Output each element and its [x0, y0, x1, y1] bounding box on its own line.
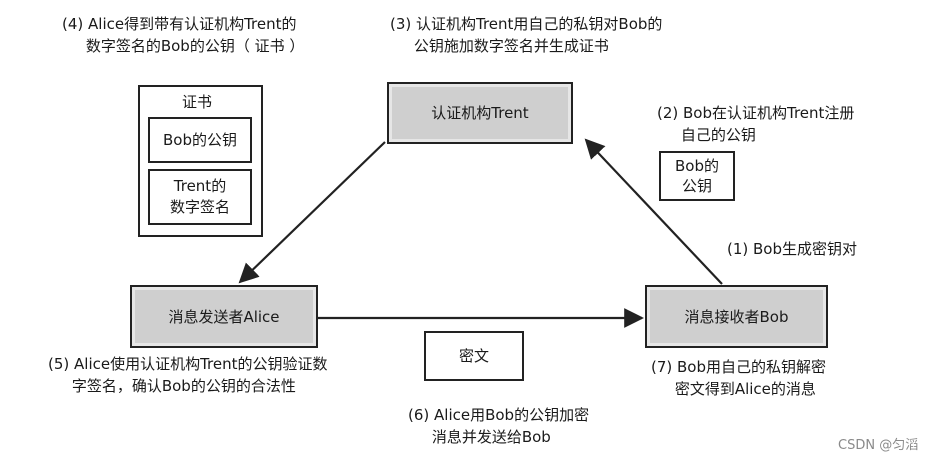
alice-node: 消息发送者Alice	[130, 285, 318, 348]
ciphertext-label: 密文	[458, 347, 489, 365]
certificate-public-key-label: Bob的公钥	[163, 131, 237, 149]
step-4-note: (4) Alice得到带有认证机构Trent的 数字签名的Bob的公钥（ 证书 …	[62, 15, 305, 55]
ca-node-label: 认证机构Trent	[431, 104, 529, 122]
step-6-note: (6) Alice用Bob的公钥加密 消息并发送给Bob	[408, 406, 590, 446]
certificate-signature-label: Trent的 数字签名	[169, 177, 230, 216]
certificate-public-key: Bob的公钥	[148, 117, 252, 163]
arrow-bob-to-ca	[584, 138, 723, 285]
certificate-signature: Trent的 数字签名	[148, 169, 252, 225]
step-2-note: (2) Bob在认证机构Trent注册 自己的公钥	[657, 104, 855, 144]
bob-node-label: 消息接收者Bob	[684, 307, 789, 326]
ca-node: 认证机构Trent	[387, 82, 573, 144]
ciphertext-box: 密文	[424, 331, 524, 381]
bob-public-key-box: Bob的 公钥	[659, 151, 735, 201]
step-7-note: (7) Bob用自己的私钥解密 密文得到Alice的消息	[651, 358, 827, 398]
alice-node-label: 消息发送者Alice	[168, 307, 280, 326]
watermark: CSDN @匀滔	[838, 438, 919, 453]
bob-node: 消息接收者Bob	[645, 285, 828, 348]
certificate-title: 证书	[178, 92, 217, 112]
arrow-ca-to-alice	[238, 141, 386, 284]
step-1-note: (1) Bob生成密钥对	[727, 240, 858, 258]
bob-public-key-label: Bob的 公钥	[675, 157, 719, 195]
step-5-note: (5) Alice使用认证机构Trent的公钥验证数 字签名，确认Bob的公钥的…	[48, 355, 328, 395]
step-3-note: (3) 认证机构Trent用自己的私钥对Bob的 公钥施加数字签名并生成证书	[390, 15, 663, 55]
